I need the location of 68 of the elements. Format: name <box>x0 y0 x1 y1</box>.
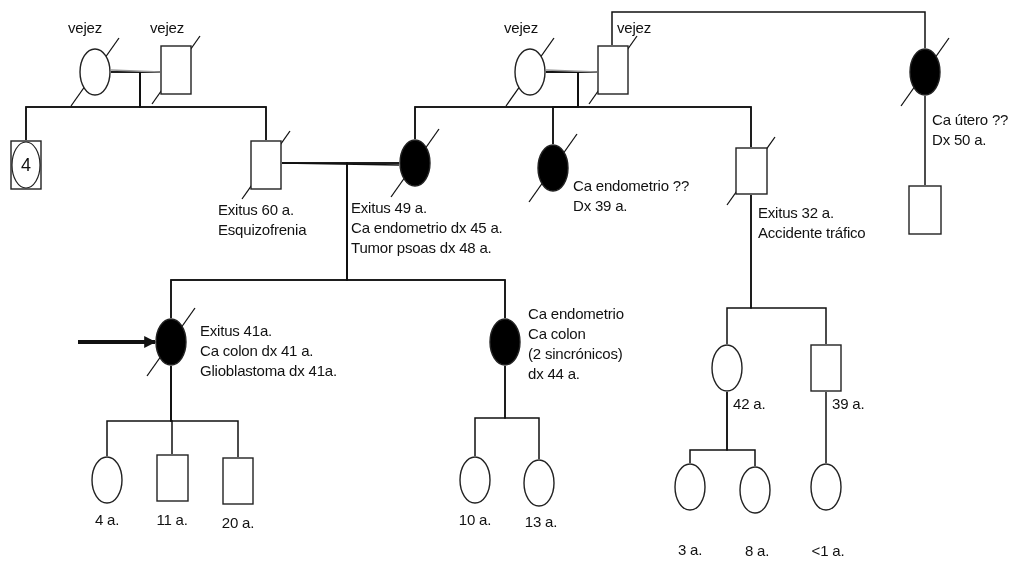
pedigree-line <box>170 365 239 458</box>
annotation-text: 39 a. <box>832 394 865 414</box>
pedigree-line <box>577 71 752 148</box>
pedigree-line <box>504 365 540 460</box>
male-square <box>160 45 192 95</box>
pedigree-line <box>750 194 827 345</box>
female-circle <box>810 463 842 511</box>
annotation-text: Accidente tráfico <box>758 223 866 243</box>
annotation-text: Exitus 41a. <box>200 321 272 341</box>
annotation-text: 11 a. <box>156 510 188 530</box>
male-square <box>155 454 189 502</box>
annotation-text: Exitus 60 a. <box>218 200 294 220</box>
annotation-text: Ca endometrio dx 45 a. <box>351 218 503 238</box>
pedigree-line <box>281 162 506 319</box>
affected-female-circle <box>155 318 187 366</box>
pedigree-line <box>611 11 926 49</box>
female-circle <box>459 456 491 504</box>
female-circle <box>91 456 123 504</box>
pedigree-line <box>924 95 926 186</box>
affected-female-circle <box>489 318 521 366</box>
annotation-text: 13 a. <box>524 512 558 532</box>
annotation-text: Glioblastoma dx 41a. <box>200 361 337 381</box>
annotation-text: Ca endometrio ?? <box>573 176 690 196</box>
annotation-text: 20 a. <box>221 513 255 533</box>
annotation-text: vejez <box>150 18 185 38</box>
annotation-text: Ca útero ?? <box>932 110 1009 130</box>
annotation-text: Ca colon dx 41 a. <box>200 341 314 361</box>
male-square <box>810 344 842 392</box>
female-circle <box>674 463 706 511</box>
annotation-text: Tumor psoas dx 48 a. <box>351 238 492 258</box>
annotation-text: Ca colon <box>528 324 586 344</box>
pedigree-line <box>825 391 827 464</box>
annotation-text: Exitus 32 a. <box>758 203 834 223</box>
female-circle <box>739 466 771 514</box>
male-square <box>250 140 282 190</box>
female-circle <box>711 344 743 392</box>
annotation-text: (2 sincrónicos) <box>528 344 623 364</box>
annotation-text: Dx 50 a. <box>932 130 987 150</box>
female-circle <box>79 48 111 96</box>
female-circle <box>523 459 555 507</box>
annotation-text: 10 a. <box>458 510 492 530</box>
annotation-text: Esquizofrenia <box>218 220 307 240</box>
female-circle <box>514 48 546 96</box>
annotation-text: 3 a. <box>677 540 703 560</box>
affected-female-circle <box>909 48 941 96</box>
annotation-text: vejez <box>504 18 539 38</box>
male-square <box>597 45 629 95</box>
pedigree-line <box>110 69 161 73</box>
pedigree-line <box>139 71 267 141</box>
annotation-text: vejez <box>617 18 652 38</box>
pedigree-line <box>726 391 756 467</box>
proband-arrow <box>78 336 157 348</box>
affected-female-circle <box>537 144 569 192</box>
annotation-text: Ca endometrio <box>528 304 624 324</box>
annotation-text: Exitus 49 a. <box>351 198 427 218</box>
sibling-count-symbol: 4 <box>10 140 42 190</box>
annotation-text: 42 a. <box>733 394 766 414</box>
annotation-text: dx 44 a. <box>528 364 580 384</box>
male-square <box>222 457 254 505</box>
annotation-text: 4 a. <box>94 510 120 530</box>
annotation-text: vejez <box>68 18 103 38</box>
annotation-text: 8 a. <box>744 541 770 561</box>
annotation-text: <1 a. <box>811 541 845 561</box>
pedigree-line <box>545 69 598 73</box>
male-square <box>908 185 942 235</box>
male-square <box>734 147 768 195</box>
affected-female-circle <box>399 139 431 187</box>
annotation-text: Dx 39 a. <box>573 196 628 216</box>
